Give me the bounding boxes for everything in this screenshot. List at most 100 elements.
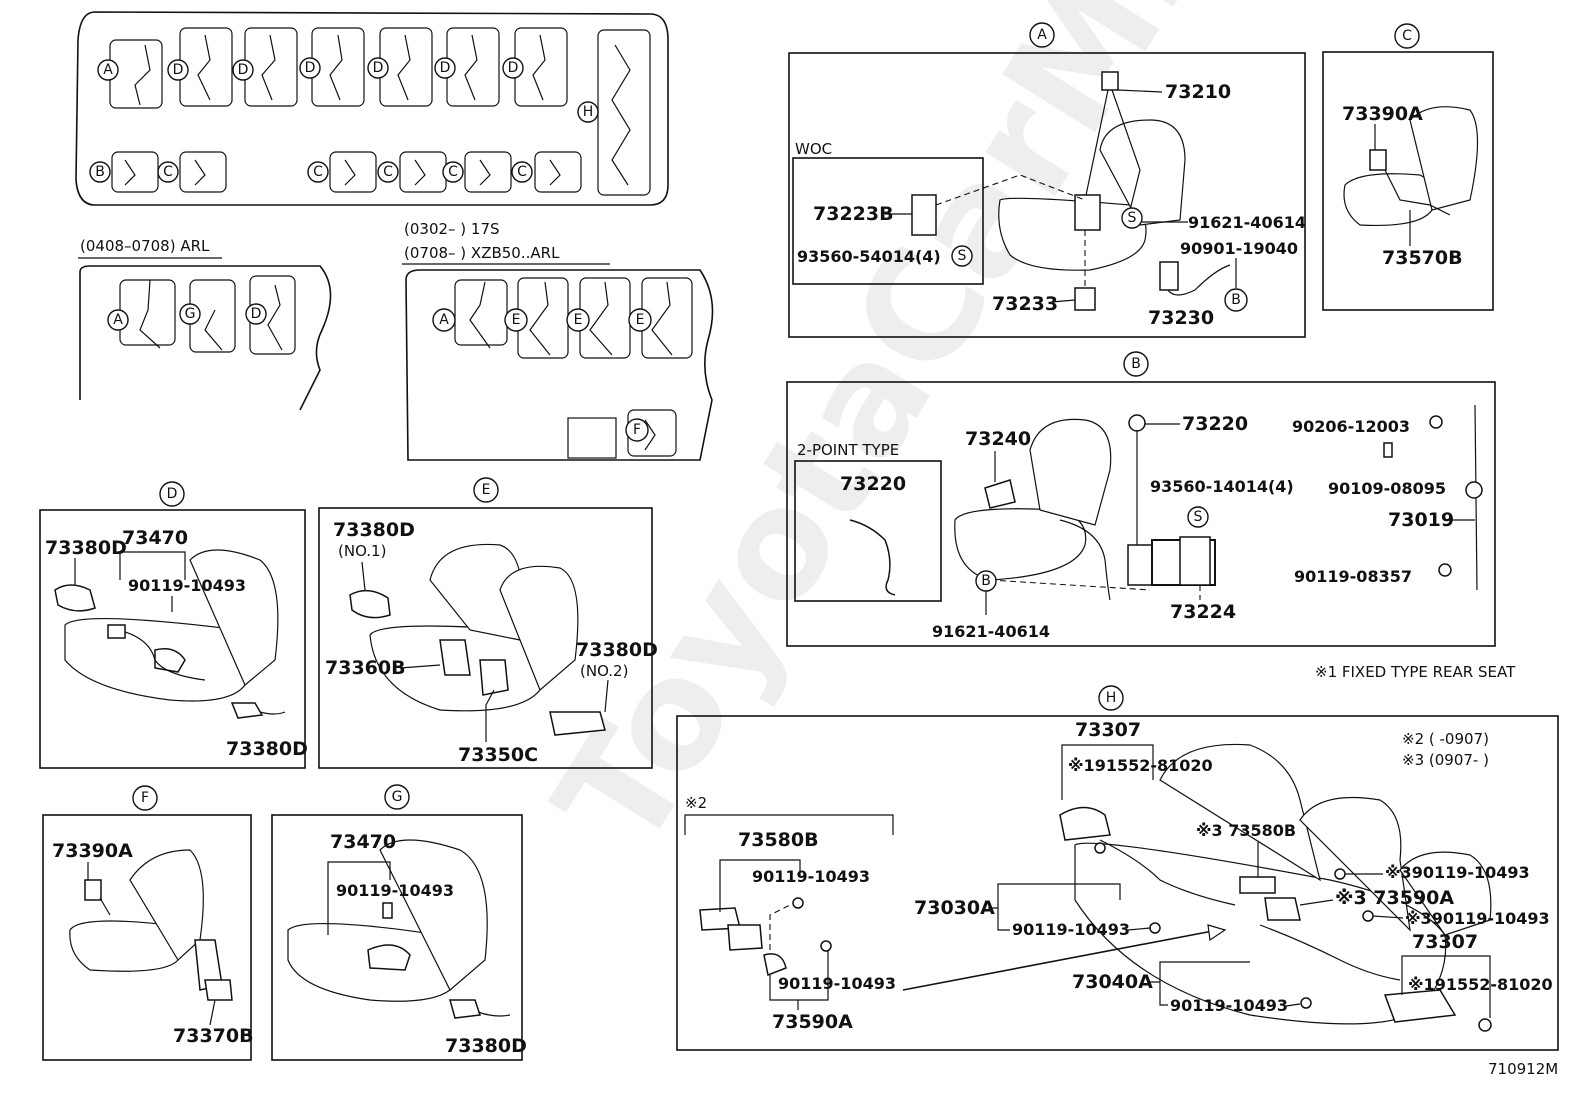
svg-text:73223B: 73223B bbox=[813, 203, 894, 225]
svg-text:90109-08095: 90109-08095 bbox=[1328, 479, 1446, 498]
panel-e-header: E bbox=[473, 477, 499, 503]
svg-text:(NO.2): (NO.2) bbox=[580, 662, 628, 680]
two-point-label: 2-POINT TYPE bbox=[797, 441, 899, 459]
svg-text:91621-40614: 91621-40614 bbox=[932, 622, 1050, 641]
svg-text:93560-54014(4): 93560-54014(4) bbox=[797, 247, 941, 266]
variant-label-xzb: (0708– ) XZB50..ARL bbox=[404, 244, 560, 262]
svg-text:73233: 73233 bbox=[992, 293, 1058, 315]
svg-text:73390A: 73390A bbox=[52, 840, 133, 862]
svg-text:S: S bbox=[1128, 210, 1137, 226]
overview-arl-layout: A G D bbox=[79, 265, 332, 411]
svg-text:90206-12003: 90206-12003 bbox=[1292, 417, 1410, 436]
panel-e-callouts: 73380D (NO.1) 73360B 73380D (NO.2) 73350… bbox=[325, 519, 658, 766]
panel-c-callouts: 73390A 73570B bbox=[1342, 103, 1463, 269]
svg-text:※390119-10493: ※390119-10493 bbox=[1385, 863, 1530, 882]
svg-text:73307: 73307 bbox=[1412, 931, 1478, 953]
svg-text:D: D bbox=[305, 60, 316, 76]
svg-text:90119-10493: 90119-10493 bbox=[1012, 920, 1130, 939]
svg-text:D: D bbox=[238, 62, 249, 78]
panel-h-artwork bbox=[699, 743, 1492, 1032]
svg-text:D: D bbox=[440, 60, 451, 76]
svg-text:B: B bbox=[1231, 292, 1241, 308]
panel-b bbox=[786, 381, 1496, 647]
panel-a-woc-label: WOC bbox=[795, 140, 832, 158]
panel-a bbox=[788, 52, 1306, 338]
svg-text:73380D: 73380D bbox=[333, 519, 415, 541]
svg-text:C: C bbox=[163, 164, 173, 180]
svg-text:90119-10493: 90119-10493 bbox=[336, 881, 454, 900]
panel-d-artwork bbox=[54, 549, 286, 719]
panel-b-callouts: 2-POINT TYPE 73220 73240 73220 93560-140… bbox=[797, 413, 1475, 641]
panel-a-artwork bbox=[792, 71, 1231, 311]
panel-b-header: B bbox=[1123, 351, 1149, 377]
svg-text:S: S bbox=[958, 248, 967, 264]
svg-text:90119-08357: 90119-08357 bbox=[1294, 567, 1412, 586]
svg-text:73019: 73019 bbox=[1388, 509, 1454, 531]
svg-text:73470: 73470 bbox=[122, 527, 188, 549]
svg-text:73380D: 73380D bbox=[445, 1035, 527, 1057]
overview-xzb-layout: A E E E F bbox=[405, 269, 714, 461]
panel-f-artwork bbox=[69, 849, 233, 1001]
svg-text:A: A bbox=[439, 312, 449, 328]
diagram-code: 710912M bbox=[1488, 1060, 1558, 1078]
panel-f-callouts: 73390A 73370B bbox=[52, 840, 254, 1047]
svg-text:G: G bbox=[185, 306, 196, 322]
panel-d-callouts: 73380D 73470 90119-10493 73380D bbox=[45, 527, 308, 760]
svg-text:※3 73590A: ※3 73590A bbox=[1335, 887, 1454, 909]
svg-text:F: F bbox=[141, 790, 149, 806]
svg-text:(NO.1): (NO.1) bbox=[338, 542, 386, 560]
panel-d-header: D bbox=[159, 481, 185, 507]
svg-text:A: A bbox=[113, 312, 123, 328]
svg-text:D: D bbox=[508, 60, 519, 76]
svg-text:H: H bbox=[583, 104, 594, 120]
svg-text:E: E bbox=[636, 312, 645, 328]
overview-main-layout bbox=[75, 11, 669, 206]
svg-text:73360B: 73360B bbox=[325, 657, 406, 679]
svg-text:B: B bbox=[981, 573, 991, 589]
svg-text:73040A: 73040A bbox=[1072, 971, 1153, 993]
svg-text:73390A: 73390A bbox=[1342, 103, 1423, 125]
svg-text:※3 (0907- ): ※3 (0907- ) bbox=[1402, 751, 1489, 769]
svg-text:73307: 73307 bbox=[1075, 719, 1141, 741]
svg-text:73030A: 73030A bbox=[914, 897, 995, 919]
svg-text:73220: 73220 bbox=[840, 473, 906, 495]
panel-c-header: C bbox=[1394, 23, 1420, 49]
panel-g-header: G bbox=[384, 784, 410, 810]
svg-text:93560-14014(4): 93560-14014(4) bbox=[1150, 477, 1294, 496]
svg-text:B: B bbox=[95, 164, 105, 180]
panel-f-header: F bbox=[132, 785, 158, 811]
svg-text:73240: 73240 bbox=[965, 428, 1031, 450]
panel-c-artwork bbox=[1343, 106, 1479, 227]
svg-text:73590A: 73590A bbox=[772, 1011, 853, 1033]
panel-c bbox=[1322, 51, 1494, 311]
svg-text:※191552-81020: ※191552-81020 bbox=[1408, 975, 1553, 994]
panel-h bbox=[676, 715, 1559, 1051]
svg-text:73230: 73230 bbox=[1148, 307, 1214, 329]
svg-text:73350C: 73350C bbox=[458, 744, 538, 766]
svg-text:C: C bbox=[517, 164, 527, 180]
variant-label-arl: (0408–0708) ARL bbox=[80, 237, 210, 255]
svg-text:D: D bbox=[251, 306, 262, 322]
svg-text:※2 ( -0907): ※2 ( -0907) bbox=[1402, 730, 1489, 748]
svg-text:91621-40614: 91621-40614 bbox=[1188, 213, 1306, 232]
svg-text:73580B: 73580B bbox=[738, 829, 819, 851]
panel-e bbox=[318, 507, 653, 769]
svg-text:73470: 73470 bbox=[330, 831, 396, 853]
svg-text:D: D bbox=[167, 486, 178, 502]
svg-text:H: H bbox=[1106, 690, 1117, 706]
svg-text:90119-10493: 90119-10493 bbox=[752, 867, 870, 886]
svg-text:E: E bbox=[482, 482, 491, 498]
svg-text:S: S bbox=[1194, 509, 1203, 525]
svg-text:73380D: 73380D bbox=[576, 639, 658, 661]
svg-text:73224: 73224 bbox=[1170, 601, 1236, 623]
svg-text:73380D: 73380D bbox=[45, 537, 127, 559]
svg-text:※390119-10493: ※390119-10493 bbox=[1405, 909, 1550, 928]
svg-text:90119-10493: 90119-10493 bbox=[778, 974, 896, 993]
panel-h-header: H bbox=[1098, 685, 1124, 711]
panel-g-artwork bbox=[287, 839, 511, 1019]
panel-d bbox=[39, 509, 306, 769]
svg-text:※3 73580B: ※3 73580B bbox=[1196, 821, 1296, 840]
svg-text:73210: 73210 bbox=[1165, 81, 1231, 103]
footnote-fixed-type: ※1 FIXED TYPE REAR SEAT bbox=[1315, 663, 1516, 681]
overview-main-markers: A D D D D D D H B C C C C C bbox=[89, 57, 599, 183]
